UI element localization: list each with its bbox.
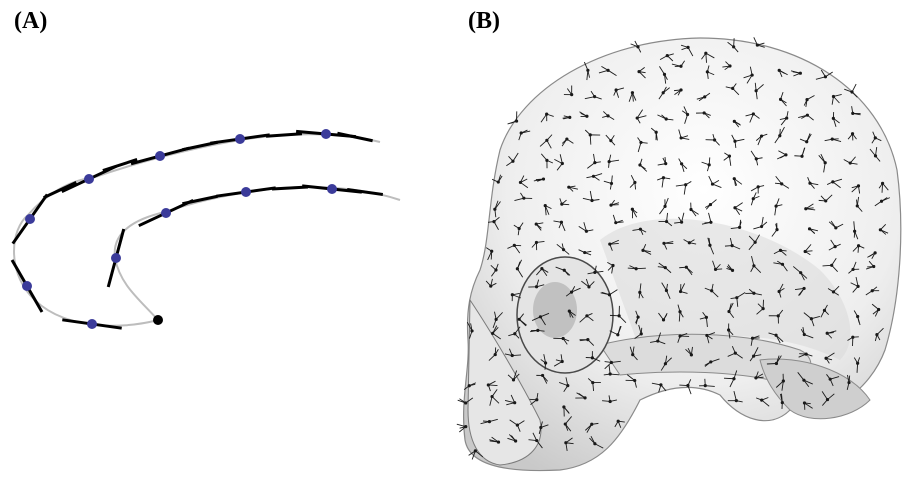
landmark-vector <box>545 363 546 370</box>
landmark-vector <box>609 162 610 168</box>
semilandmark-point <box>25 214 35 224</box>
segment-tangent <box>44 182 77 197</box>
inner-curve <box>115 187 400 320</box>
skull-surface-figure <box>455 0 907 478</box>
landmark-vector <box>767 363 777 364</box>
landmark-vector <box>679 267 686 268</box>
curve-group <box>14 134 400 326</box>
landmark-vector <box>725 246 732 247</box>
semilandmark-point <box>321 129 331 139</box>
landmark-vector <box>823 265 832 266</box>
semilandmark-point <box>241 187 251 197</box>
fixed-landmark-point <box>153 315 163 325</box>
surface-landmark <box>508 111 519 124</box>
semilandmark-point <box>111 253 121 263</box>
landmark-vector <box>709 157 710 164</box>
panel-a-label: (A) <box>14 8 47 35</box>
segment-tangent <box>272 187 308 189</box>
landmark-vector <box>590 135 591 145</box>
landmark-vector <box>858 246 859 253</box>
landmark-vector <box>780 250 786 251</box>
landmark-vector <box>724 378 734 379</box>
landmark-vector <box>562 204 569 205</box>
landmark-vector <box>852 84 856 92</box>
landmark-vector <box>628 268 636 269</box>
landmark-vector <box>857 363 858 373</box>
segment-tangent <box>266 134 302 137</box>
landmark-vector <box>641 328 642 334</box>
tangent-group <box>12 131 383 328</box>
landmark-vector <box>819 200 826 201</box>
semilandmark-point <box>155 151 165 161</box>
landmark-group <box>22 129 337 329</box>
semilandmark-point <box>84 174 94 184</box>
semilandmark-point <box>327 184 337 194</box>
outer-curve <box>14 134 380 326</box>
semilandmark-point <box>161 208 171 218</box>
landmark-vector <box>512 355 521 356</box>
semilandmark-point <box>235 134 245 144</box>
segment-tangent <box>337 133 372 140</box>
semilandmark-curves-figure <box>0 110 420 350</box>
semilandmark-point <box>87 319 97 329</box>
semilandmark-point <box>22 281 32 291</box>
landmark-vector <box>882 183 883 192</box>
